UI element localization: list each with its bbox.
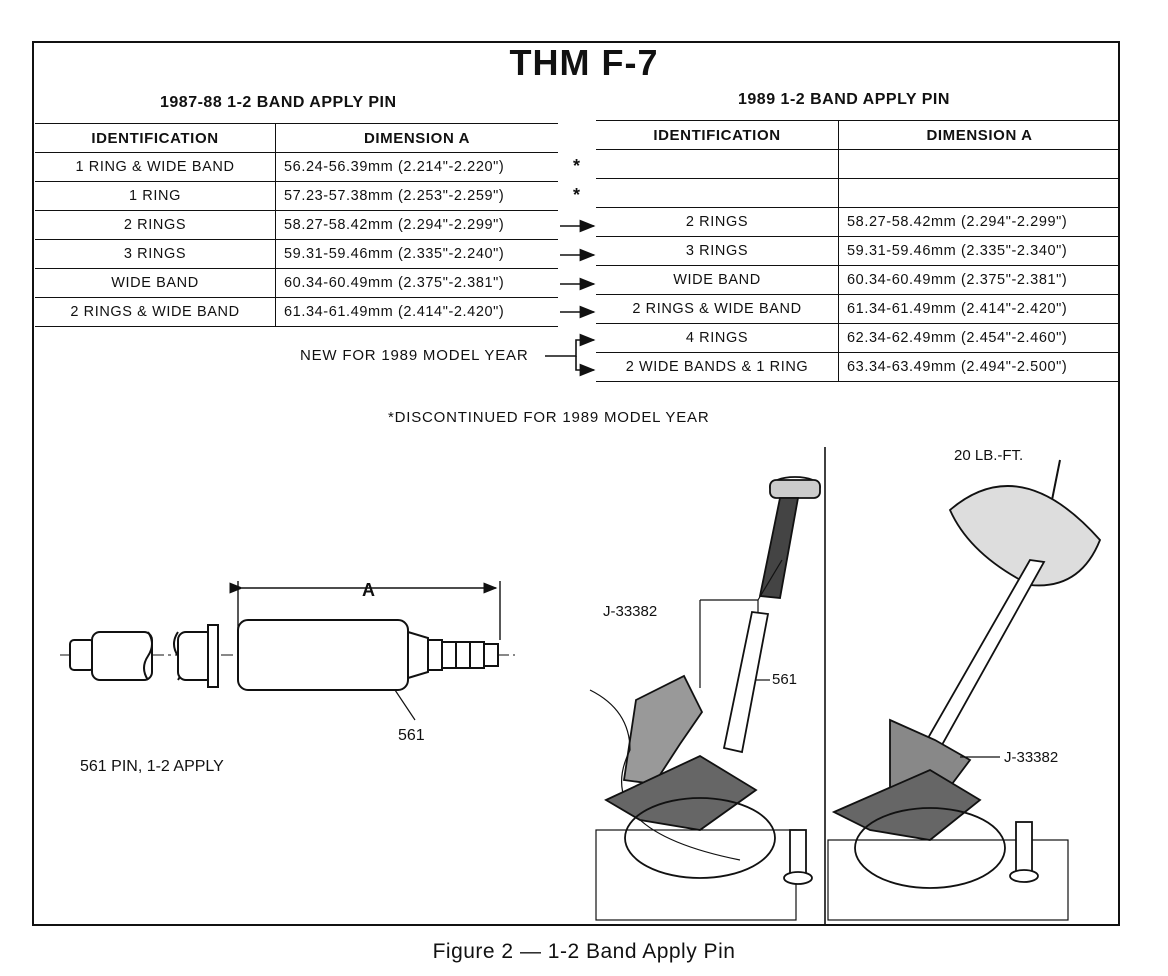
cell-dim: 59.31-59.46mm (2.335"-2.240") <box>275 239 558 269</box>
cell-dim: 61.34-61.49mm (2.414"-2.420") <box>275 297 558 327</box>
tool-install-illustration <box>589 476 821 921</box>
cell-id: WIDE BAND <box>35 268 276 298</box>
col-dimension: DIMENSION A <box>275 123 558 153</box>
page-title: THM F-7 <box>509 42 659 83</box>
cell-dim: 62.34-62.49mm (2.454"-2.460") <box>838 323 1120 353</box>
cell-id: 1 RING & WIDE BAND <box>35 152 276 182</box>
cell-id: 2 WIDE BANDS & 1 RING <box>596 352 839 382</box>
cell-id: 4 RINGS <box>596 323 839 353</box>
table-row <box>596 149 1120 179</box>
figure-caption: Figure 2 — 1-2 Band Apply Pin <box>432 940 736 963</box>
cell-id: 3 RINGS <box>35 239 276 269</box>
cell-id: WIDE BAND <box>596 265 839 295</box>
cell-dim: 56.24-56.39mm (2.214"-2.220") <box>275 152 558 182</box>
figure-frame <box>32 41 1120 926</box>
cell-dim <box>838 149 1120 179</box>
discontinued-note: *DISCONTINUED FOR 1989 MODEL YEAR <box>388 409 710 426</box>
col-dimension: DIMENSION A <box>838 120 1120 150</box>
cell-id: 1 RING <box>35 181 276 211</box>
pin-part-label: 561 <box>398 727 425 744</box>
tool-part-label: 561 <box>772 671 797 688</box>
arrow-icon <box>545 333 596 357</box>
torque-wrench-illustration <box>827 459 1102 921</box>
left-section-heading: 1987-88 1-2 BAND APPLY PIN <box>160 94 397 111</box>
cell-dim: 57.23-57.38mm (2.253"-2.259") <box>275 181 558 211</box>
carryover-arrows <box>545 219 596 377</box>
tool-label-j33382: J-33382 <box>603 603 657 620</box>
discontinued-mark: * <box>573 156 581 176</box>
torque-label: 20 LB.-FT. <box>954 447 1023 464</box>
cell-id: 2 RINGS & WIDE BAND <box>35 297 276 327</box>
new-model-year-note: NEW FOR 1989 MODEL YEAR <box>300 347 529 364</box>
cell-dim: 60.34-60.49mm (2.375"-2.381") <box>275 268 558 298</box>
cell-id: 2 RINGS <box>35 210 276 240</box>
cell-dim: 61.34-61.49mm (2.414"-2.420") <box>838 294 1120 324</box>
cell-id: 2 RINGS & WIDE BAND <box>596 294 839 324</box>
apply-pin-drawing <box>60 581 515 721</box>
col-identification: IDENTIFICATION <box>35 123 276 153</box>
right-section-heading: 1989 1-2 BAND APPLY PIN <box>738 91 950 108</box>
table-1987-88: IDENTIFICATION DIMENSION A 1 RING & WIDE… <box>35 123 558 327</box>
dimension-a-label: A <box>362 580 375 600</box>
cell-dim: 59.31-59.46mm (2.335"-2.340") <box>838 236 1120 266</box>
col-identification: IDENTIFICATION <box>596 120 839 150</box>
tool-label-j33382-2: J-33382 <box>1004 749 1058 766</box>
arrow-icon <box>575 356 596 377</box>
pin-caption: 561 PIN, 1-2 APPLY <box>80 758 224 775</box>
discontinued-mark: * <box>573 185 581 205</box>
cell-dim: 58.27-58.42mm (2.294"-2.299") <box>275 210 558 240</box>
cell-dim: 63.34-63.49mm (2.494"-2.500") <box>838 352 1120 382</box>
cell-dim: 60.34-60.49mm (2.375"-2.381") <box>838 265 1120 295</box>
